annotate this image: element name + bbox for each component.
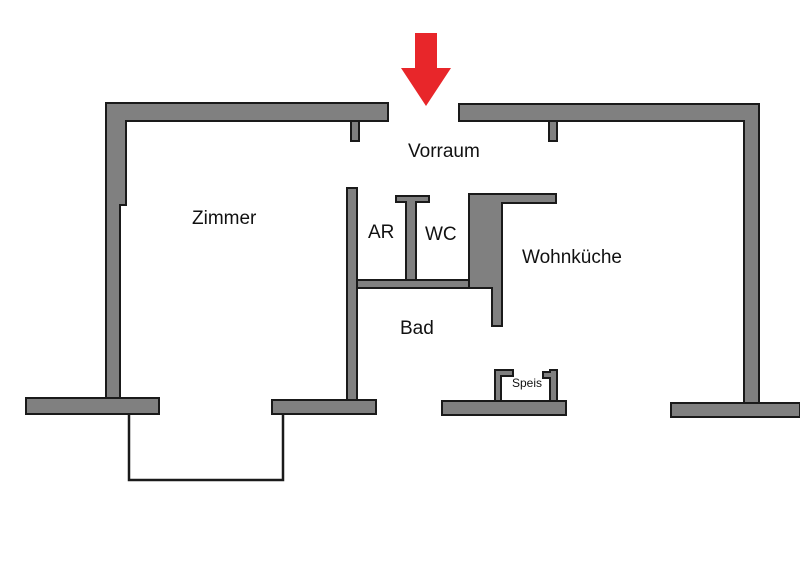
- wall-bottom-left: [25, 397, 160, 415]
- wall-zimmer-bad: [346, 187, 358, 401]
- wall-stub-vorraum-left: [350, 120, 360, 142]
- balcony-outline: [127, 414, 285, 482]
- wall-stub-vorraum-right: [548, 120, 558, 142]
- wall-bottom-right: [670, 402, 800, 418]
- wall-ar-wc-divider: [395, 195, 430, 281]
- room-label-wc: WC: [425, 224, 457, 245]
- room-label-speis: Speis: [512, 376, 542, 390]
- room-label-wohnkueche: Wohnküche: [522, 247, 622, 268]
- wall-top-left-and-left: [105, 102, 389, 399]
- room-label-zimmer: Zimmer: [192, 208, 257, 229]
- wall-speis-right: [542, 369, 558, 402]
- wall-bottom-mid: [271, 399, 377, 415]
- room-label-vorraum: Vorraum: [408, 141, 480, 162]
- room-label-ar: AR: [368, 222, 394, 243]
- wall-speis: [494, 369, 514, 402]
- entrance-arrow-icon: [401, 33, 451, 106]
- wall-wc-wohnkueche: [468, 193, 557, 327]
- room-label-bad: Bad: [400, 318, 434, 339]
- wall-bottom-center: [441, 400, 567, 416]
